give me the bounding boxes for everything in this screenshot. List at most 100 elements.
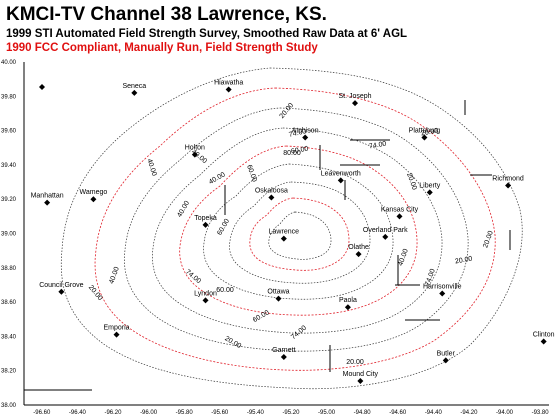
city-label: Wamego xyxy=(80,189,108,196)
map-subtitle-red: 1990 FCC Compliant, Manually Run, Field … xyxy=(6,42,318,54)
city-marker xyxy=(113,331,120,338)
y-tick-label: 39.40 xyxy=(1,163,17,169)
contour-value-label: 40.00 xyxy=(208,171,227,186)
y-tick-label: 38.60 xyxy=(1,300,17,306)
city-label: Garnett xyxy=(272,347,295,354)
city-label: Oskaloosa xyxy=(255,187,288,194)
city-label: Richmond xyxy=(492,175,524,182)
x-tick-label: -96.20 xyxy=(104,410,122,416)
city-marker xyxy=(344,304,351,311)
city-label: Hiawatha xyxy=(214,79,243,86)
city-label: Seneca xyxy=(122,83,146,90)
x-tick-label: -95.20 xyxy=(282,410,300,416)
city-label: Liberty xyxy=(419,182,441,189)
city-marker xyxy=(382,233,389,240)
contour-value-label: 20.00 xyxy=(482,230,495,249)
contour-line xyxy=(249,197,350,271)
city-marker xyxy=(439,290,446,297)
city-marker xyxy=(275,295,282,302)
city-label: Kansas City xyxy=(381,206,419,213)
city-label: St. Joseph xyxy=(338,93,371,100)
y-tick-label: 39.20 xyxy=(1,197,17,203)
city-marker xyxy=(355,251,362,258)
city-marker xyxy=(396,213,403,220)
city-label: Paola xyxy=(339,297,357,304)
x-tick-label: -96.00 xyxy=(140,410,158,416)
contour-value-label: 74.00 xyxy=(288,128,307,139)
contour-line xyxy=(179,145,418,316)
map-title: KMCI-TV Channel 38 Lawrence, KS. xyxy=(6,4,327,25)
y-tick-label: 38.20 xyxy=(1,369,17,375)
city-marker xyxy=(357,377,364,384)
contour-value-label: 20.00 xyxy=(454,256,473,266)
contour-line xyxy=(152,127,443,334)
city-marker xyxy=(280,353,287,360)
y-tick-label: 39.60 xyxy=(1,129,17,135)
contour-line xyxy=(268,211,332,260)
x-tick-label: -96.60 xyxy=(33,410,51,416)
city-marker xyxy=(191,151,198,158)
city-marker xyxy=(337,177,344,184)
contour-value-label: 60.00 xyxy=(216,218,231,237)
city-label: Topeka xyxy=(194,215,217,222)
city-label: Leavenworth xyxy=(321,170,361,177)
city-marker xyxy=(44,199,51,206)
city-marker xyxy=(540,338,547,345)
city-marker xyxy=(421,134,428,141)
city-label: Butler xyxy=(437,350,456,357)
x-tick-label: -94.20 xyxy=(460,410,478,416)
city-label: Manhattan xyxy=(31,193,64,200)
city-marker xyxy=(225,86,232,93)
city-label: Emporia xyxy=(104,325,130,332)
x-tick-label: -95.40 xyxy=(247,410,265,416)
x-tick-label: -96.40 xyxy=(69,410,87,416)
x-tick-label: -95.00 xyxy=(318,410,336,416)
x-tick-label: -95.60 xyxy=(211,410,229,416)
city-label: Lawrence xyxy=(269,229,299,236)
y-tick-label: 40.00 xyxy=(1,60,17,66)
contour-value-label: 40.00 xyxy=(108,266,121,285)
city-marker xyxy=(58,288,65,295)
map-decorations xyxy=(24,100,511,391)
city-label: Atchison xyxy=(292,127,319,134)
city-label: Overland Park xyxy=(363,227,408,234)
contour-value-label: 60.00 xyxy=(245,164,258,183)
y-tick-label: 38.00 xyxy=(1,403,17,409)
contour-value-label: 40.00 xyxy=(145,158,157,177)
contour-value-label: 60.00 xyxy=(290,146,309,156)
city-marker xyxy=(39,84,45,90)
y-tick-label: 38.80 xyxy=(1,266,17,272)
city-label: Lyndon xyxy=(194,290,217,297)
contour-value-label: 20.00 xyxy=(405,172,418,191)
y-tick-label: 38.40 xyxy=(1,334,17,340)
city-label: Holton xyxy=(185,145,205,152)
city-marker xyxy=(131,89,138,96)
contour-value-label: 20.00 xyxy=(87,284,104,302)
city-marker xyxy=(202,221,209,228)
contour-line xyxy=(203,163,394,300)
city-marker xyxy=(426,189,433,196)
contour-value-label: 20.00 xyxy=(279,102,296,120)
city-marker xyxy=(302,134,309,141)
city-label: Ottawa xyxy=(267,289,289,296)
contour-value-label: 74.00 xyxy=(184,269,202,286)
contour-value-label: 80.00 xyxy=(283,150,301,157)
city-label: Council Grove xyxy=(39,282,83,289)
contour-value-label: 20.00 xyxy=(223,335,242,350)
x-tick-label: -94.80 xyxy=(354,410,372,416)
y-tick-label: 39.80 xyxy=(1,94,17,100)
map-subtitle: 1999 STI Automated Field Strength Survey… xyxy=(6,28,408,40)
contour-value-label: 20.00 xyxy=(346,359,364,366)
city-label: Mound City xyxy=(343,371,379,378)
x-tick-label: -94.40 xyxy=(425,410,443,416)
contour-line xyxy=(60,67,523,390)
contour-line xyxy=(94,87,496,371)
city-label: Plattsburg xyxy=(409,127,441,134)
city-marker xyxy=(202,297,209,304)
contour-value-label: 40.00 xyxy=(397,248,410,267)
city-label: Olathe xyxy=(348,244,369,251)
contour-value-label: 40.00 xyxy=(190,149,208,166)
